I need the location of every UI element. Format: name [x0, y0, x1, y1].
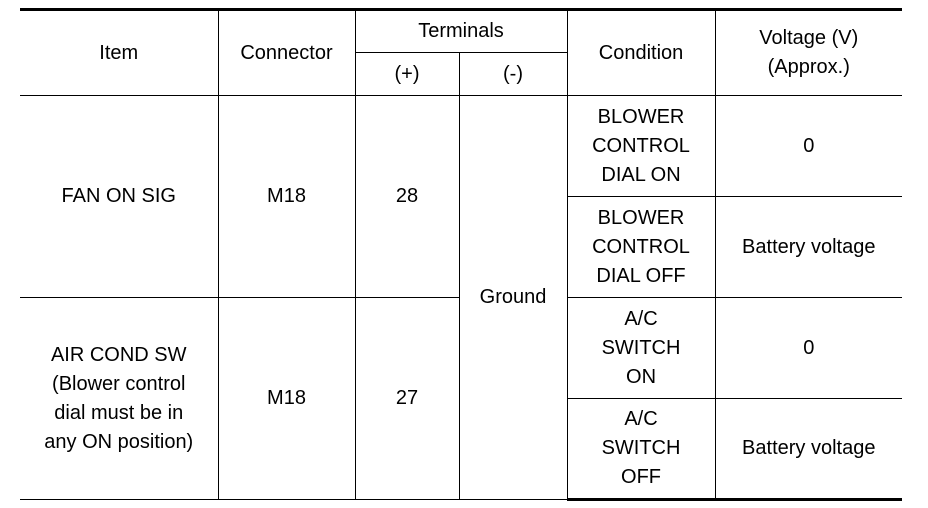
header-connector: Connector — [217, 8, 356, 96]
terminal-inspection-table-container: Item Connector Terminals Condition Volta… — [20, 8, 903, 502]
item-cell: AIR COND SW (Blower control dial must be… — [20, 297, 219, 500]
header-terminal-plus: (+) — [354, 52, 460, 96]
voltage-cell: 0 — [714, 95, 903, 197]
condition-cell: A/C SWITCH OFF — [566, 398, 716, 501]
item-cell: FAN ON SIG — [20, 95, 219, 298]
terminal-inspection-table: Item Connector Terminals Condition Volta… — [20, 8, 903, 501]
table-row: FAN ON SIG M18 28 Ground BLOWER CONTROL … — [20, 95, 903, 500]
connector-cell: M18 — [217, 297, 356, 500]
terminal-minus-cell: Ground — [458, 95, 568, 500]
header-condition: Condition — [566, 8, 716, 96]
condition-cell: BLOWER CONTROL DIAL OFF — [566, 196, 716, 298]
connector-cell: M18 — [217, 95, 356, 298]
condition-cell: A/C SWITCH ON — [566, 297, 716, 399]
header-terminal-minus: (-) — [458, 52, 568, 96]
header-terminals: Terminals — [354, 8, 568, 53]
voltage-cell: 0 — [714, 297, 903, 399]
terminal-plus-cell: 28 — [354, 95, 460, 298]
header-item: Item — [20, 8, 219, 96]
header-voltage: Voltage (V) (Approx.) — [714, 8, 903, 96]
table-row: A/C SWITCH OFF Battery voltage — [20, 398, 903, 501]
condition-cell: BLOWER CONTROL DIAL ON — [566, 95, 716, 197]
voltage-cell: Battery voltage — [714, 196, 903, 298]
table-row: BLOWER CONTROL DIAL OFF Battery voltage — [20, 196, 903, 298]
header-row-2: (+) (-) — [20, 52, 902, 96]
header-row-1: Item Connector Terminals Condition Volta… — [20, 8, 903, 96]
voltage-cell: Battery voltage — [714, 398, 903, 501]
terminal-plus-cell: 27 — [354, 297, 460, 500]
